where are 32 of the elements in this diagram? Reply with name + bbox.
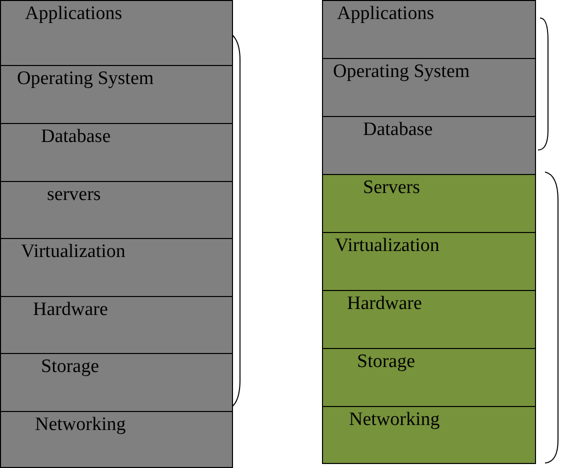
stack-layer xyxy=(322,58,536,117)
layer-label: Database xyxy=(363,119,433,141)
layer-label: Networking xyxy=(35,414,126,436)
layer-label: Virtualization xyxy=(335,235,440,257)
layer-label: Hardware xyxy=(347,293,422,315)
layer-label: Database xyxy=(41,126,111,148)
stack-layer xyxy=(0,296,233,354)
stack-layer xyxy=(0,0,233,66)
stack-layer xyxy=(322,290,536,349)
layer-label: Applications xyxy=(337,3,434,25)
stack-layer xyxy=(0,411,233,468)
layer-label: Servers xyxy=(363,177,420,199)
stack-layer xyxy=(0,353,233,412)
layer-label: Storage xyxy=(357,351,416,373)
layer-label: Virtualization xyxy=(21,241,126,263)
layer-label: Applications xyxy=(25,3,122,25)
stack-layer xyxy=(322,348,536,407)
layer-label: Operating System xyxy=(333,61,470,83)
layer-label: Storage xyxy=(41,356,100,378)
stack-layer xyxy=(322,174,536,233)
layer-label: Operating System xyxy=(17,68,154,90)
layer-label: Networking xyxy=(349,409,440,431)
stack-layer xyxy=(0,238,233,297)
stack-layer xyxy=(0,65,233,124)
stack-layer xyxy=(0,181,233,239)
layer-label: servers xyxy=(47,184,101,206)
stack-layer xyxy=(322,232,536,291)
stack-layer xyxy=(322,406,536,464)
stack-layer xyxy=(0,123,233,182)
stack-layer xyxy=(322,116,536,175)
layer-label: Hardware xyxy=(33,299,108,321)
stack-layer xyxy=(322,0,536,59)
